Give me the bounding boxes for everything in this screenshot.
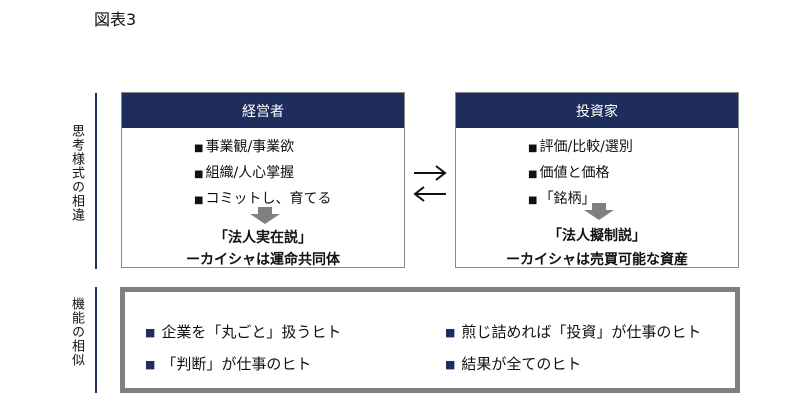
bullet-icon: ■ [145, 326, 156, 339]
investors-concept-line1: 「法人擬制説」 [548, 228, 646, 244]
investors-title: 投資家 [576, 103, 618, 120]
function-frame: ■企業を「丸ごと」扱うヒト ■「判断」が仕事のヒト ■煎じ詰めれば「投資」が仕事… [120, 287, 740, 393]
bullet-icon: ■ [445, 326, 456, 339]
bullet-icon: ■ [194, 195, 204, 206]
list-item: ■事業観/事業欲 [194, 139, 295, 155]
thinking-row-label: 思考様式の相違 [69, 124, 84, 222]
figure-label: 図表3 [94, 10, 137, 29]
managers-title: 経営者 [242, 103, 284, 120]
down-arrow-icon [584, 203, 614, 221]
managers-box: 経営者 ■事業観/事業欲 ■組織/人心掌握 ■コミットし、育てる 「法人実在説」… [121, 92, 405, 268]
investors-box: 投資家 ■評価/比較/選別 ■価値と価格 ■「銘柄」 「法人擬制説」 ーカイシャ… [455, 92, 739, 268]
list-item: ■評価/比較/選別 [528, 139, 633, 155]
managers-traits: ■事業観/事業欲 ■組織/人心掌握 ■コミットし、育てる [194, 135, 331, 213]
bullet-icon: ■ [528, 169, 538, 180]
function-item-right-1: ■煎じ詰めれば「投資」が仕事のヒト [445, 323, 702, 341]
function-row-rule [95, 287, 97, 393]
function-row-label: 機能の相似 [69, 297, 84, 367]
bullet-icon: ■ [194, 169, 204, 180]
exchange-arrows-icon [413, 165, 447, 202]
bullet-icon: ■ [194, 143, 204, 154]
list-item: ■「銘柄」 [528, 191, 596, 207]
bullet-icon: ■ [528, 195, 538, 206]
bullet-icon: ■ [445, 358, 456, 371]
investors-header: 投資家 [456, 93, 738, 128]
managers-concept-line1: 「法人実在説」 [214, 230, 312, 246]
investors-traits: ■評価/比較/選別 ■価値と価格 ■「銘柄」 [528, 135, 633, 213]
bullet-icon: ■ [145, 358, 156, 371]
managers-concept-line2: ーカイシャは運命共同体 [186, 252, 340, 268]
function-item-left-1: ■企業を「丸ごと」扱うヒト [145, 323, 342, 341]
down-arrow-icon [250, 207, 280, 225]
investors-concept-line2: ーカイシャは売買可能な資産 [506, 252, 688, 268]
list-item: ■組織/人心掌握 [194, 165, 295, 181]
function-item-right-2: ■結果が全てのヒト [445, 355, 582, 373]
function-item-left-2: ■「判断」が仕事のヒト [145, 355, 312, 373]
thinking-row-rule [95, 93, 97, 269]
bullet-icon: ■ [528, 143, 538, 154]
managers-header: 経営者 [122, 93, 404, 128]
list-item: ■価値と価格 [528, 165, 610, 181]
list-item: ■コミットし、育てる [194, 191, 332, 207]
